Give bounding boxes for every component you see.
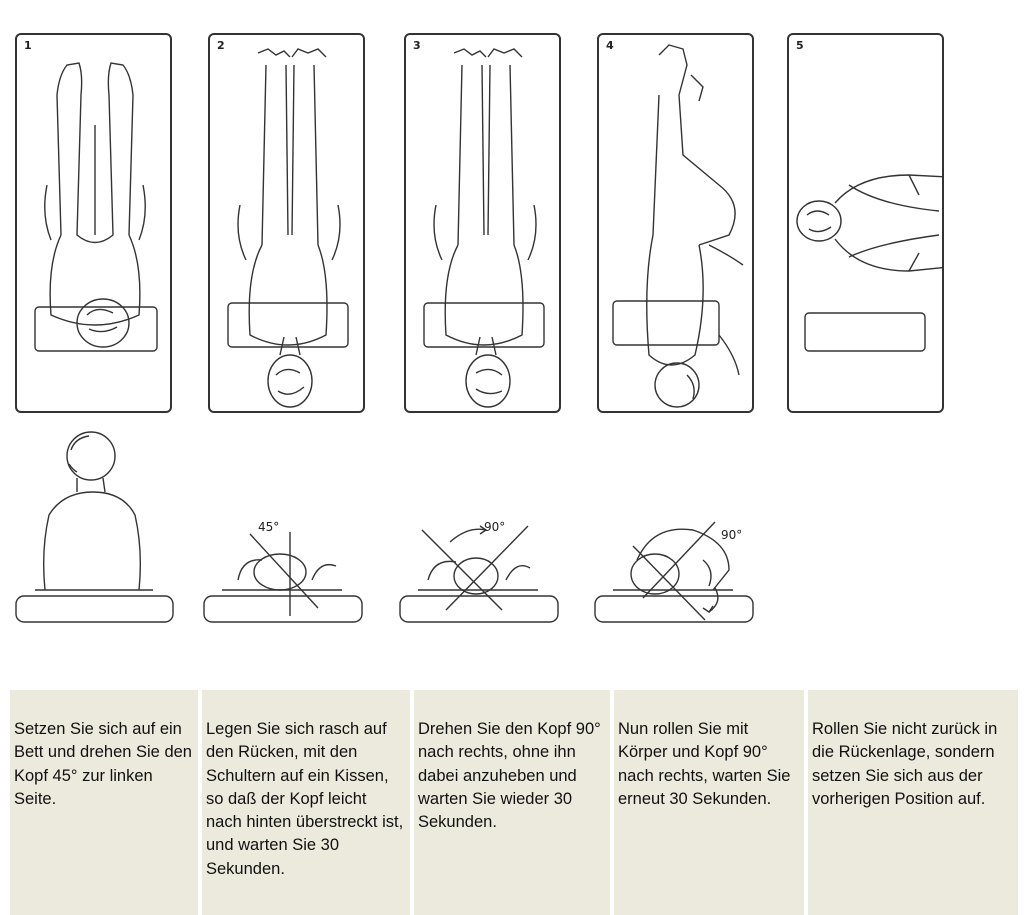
- side-lying-top-illustration: [612, 44, 744, 408]
- step-4-instruction: Nun rollen Sie mit Körper und Kopf 90° n…: [614, 690, 804, 915]
- step-number: 2: [217, 39, 225, 52]
- supine-head-right-top-illustration: [423, 48, 545, 408]
- step-5-top-panel: 5: [787, 33, 944, 413]
- step-5-instruction: Rollen Sie nicht zurück in die Rückenlag…: [808, 690, 1018, 915]
- step-3-side-view: 90°: [398, 430, 560, 630]
- step-1-instruction: Setzen Sie sich auf ein Bett und drehen …: [10, 690, 198, 915]
- supine-head-left-top-illustration: [227, 48, 349, 408]
- seated-person-top-illustration: [34, 62, 158, 352]
- step-1-side-view: [13, 430, 175, 630]
- step-number: 1: [24, 39, 32, 52]
- step-3-instruction: Drehen Sie den Kopf 90° nach rechts, ohn…: [414, 690, 610, 915]
- step-number: 5: [796, 39, 804, 52]
- supine-head-45-side-illustration: [203, 532, 363, 623]
- side-lying-side-illustration: [594, 521, 754, 623]
- angle-label: 90°: [484, 520, 506, 534]
- step-2-side-view: 45°: [202, 430, 364, 630]
- instruction-text-row: Setzen Sie sich auf ein Bett und drehen …: [10, 690, 1018, 915]
- sitting-up-top-illustration: [796, 174, 942, 352]
- step-2-top-panel: 2: [208, 33, 365, 413]
- angle-label: 45°: [258, 520, 280, 534]
- step-1-top-panel: 1: [15, 33, 172, 413]
- step-3-top-panel: 3: [404, 33, 561, 413]
- step-number: 3: [413, 39, 421, 52]
- step-2-instruction: Legen Sie sich rasch auf den Rücken, mit…: [202, 690, 410, 915]
- step-4-side-view: 90°: [593, 430, 755, 630]
- step-4-top-panel: 4: [597, 33, 754, 413]
- seated-person-back-illustration: [15, 431, 174, 623]
- step-number: 4: [606, 39, 614, 52]
- angle-label: 90°: [721, 528, 743, 542]
- supine-head-90-side-illustration: [399, 525, 559, 623]
